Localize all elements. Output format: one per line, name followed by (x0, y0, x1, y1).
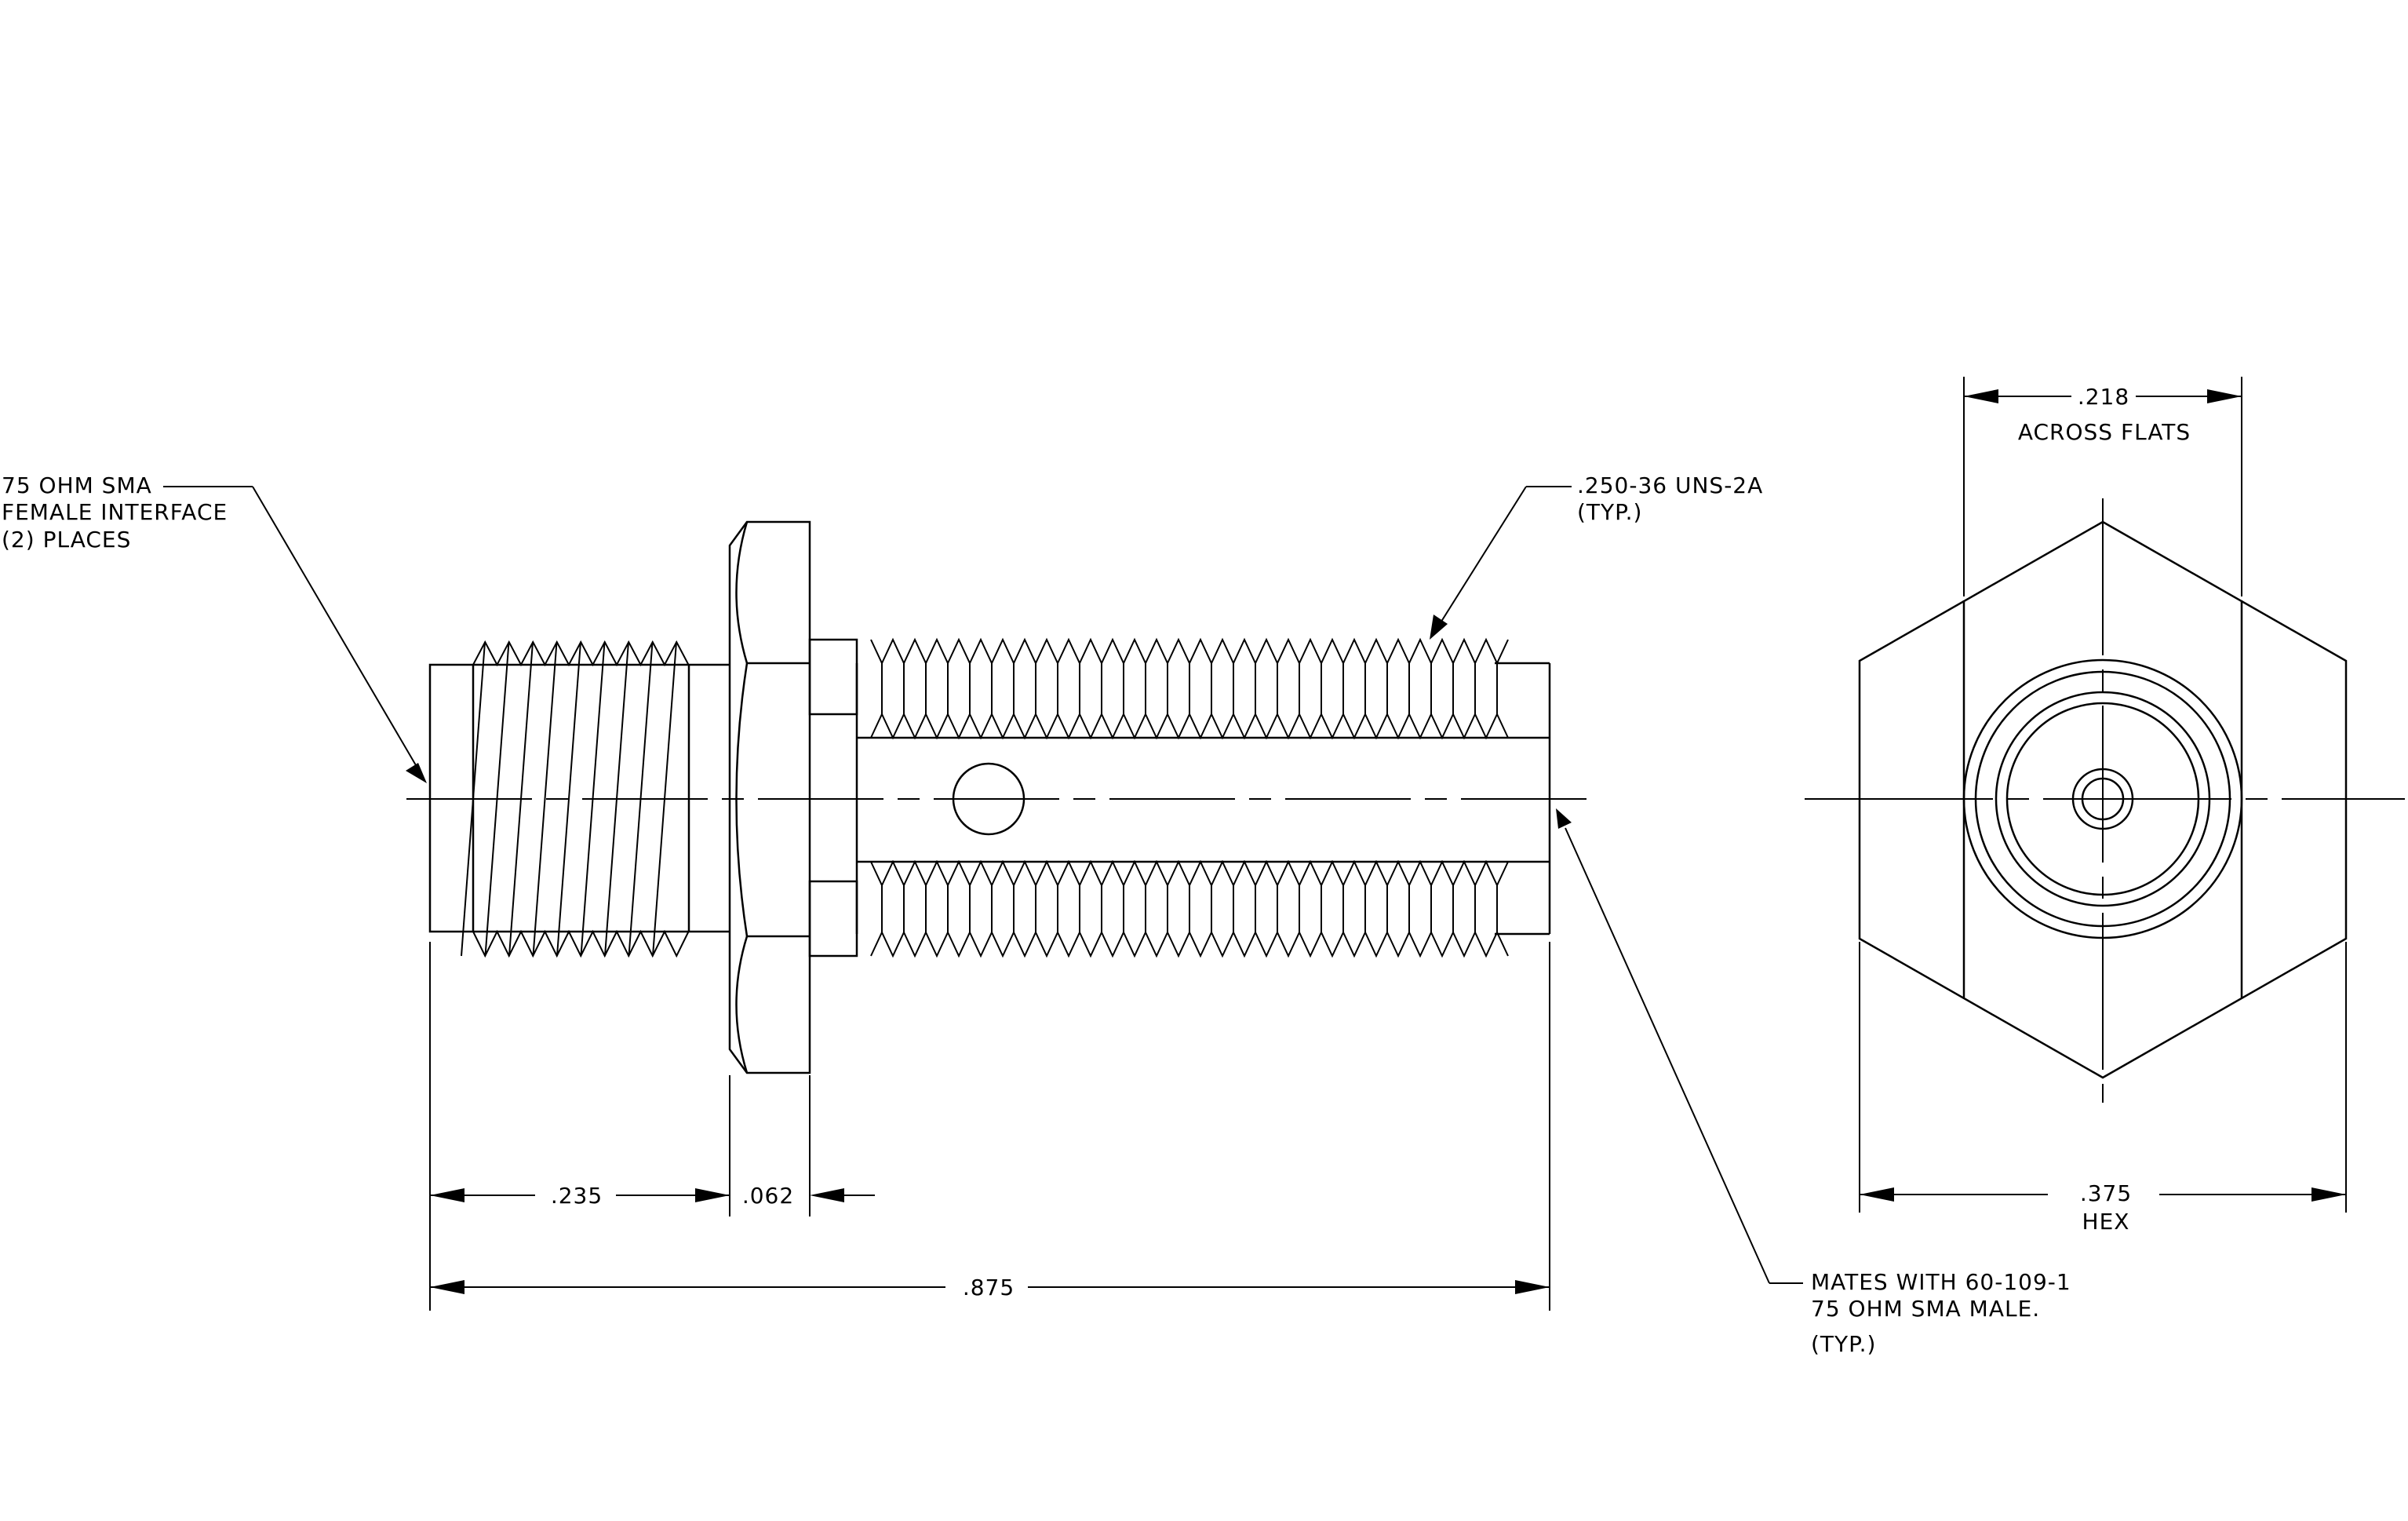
dim-235: .235 (551, 1183, 603, 1209)
dim-875: .875 (963, 1275, 1015, 1300)
dim-375: .375 (2080, 1180, 2132, 1206)
callout-line-1: 75 OHM SMA (2, 472, 152, 498)
callout-thread: .250-36 UNS-2A (TYP.) (1430, 472, 1763, 640)
callout-mates: MATES WITH 60-109-1 75 OHM SMA MALE. (TY… (1556, 808, 2071, 1357)
callout-female-interface: 75 OHM SMA FEMALE INTERFACE (2) PLACES (2, 472, 427, 783)
thread-typ: (TYP.) (1577, 499, 1642, 525)
right-thread-body (808, 637, 1551, 958)
dim-062: .062 (742, 1183, 794, 1209)
across-flats-label: ACROSS FLATS (2018, 419, 2191, 445)
hex-outline (1858, 520, 2348, 1079)
dimensions: .235 .062 .875 .218 ACROSS FLATS .375 HE… (429, 377, 2347, 1311)
hex-nut (728, 520, 811, 1074)
mates-line-3: (TYP.) (1811, 1331, 1876, 1357)
thread-spec: .250-36 UNS-2A (1577, 472, 1763, 498)
callout-line-3: (2) PLACES (2, 527, 131, 553)
mates-line-2: 75 OHM SMA MALE. (1811, 1296, 2040, 1322)
side-view (406, 520, 1589, 1074)
mates-line-1: MATES WITH 60-109-1 (1811, 1269, 2071, 1295)
hex-label: HEX (2082, 1209, 2130, 1235)
end-view (1805, 498, 2405, 1103)
dim-218: .218 (2078, 384, 2129, 410)
callout-line-2: FEMALE INTERFACE (2, 499, 228, 525)
